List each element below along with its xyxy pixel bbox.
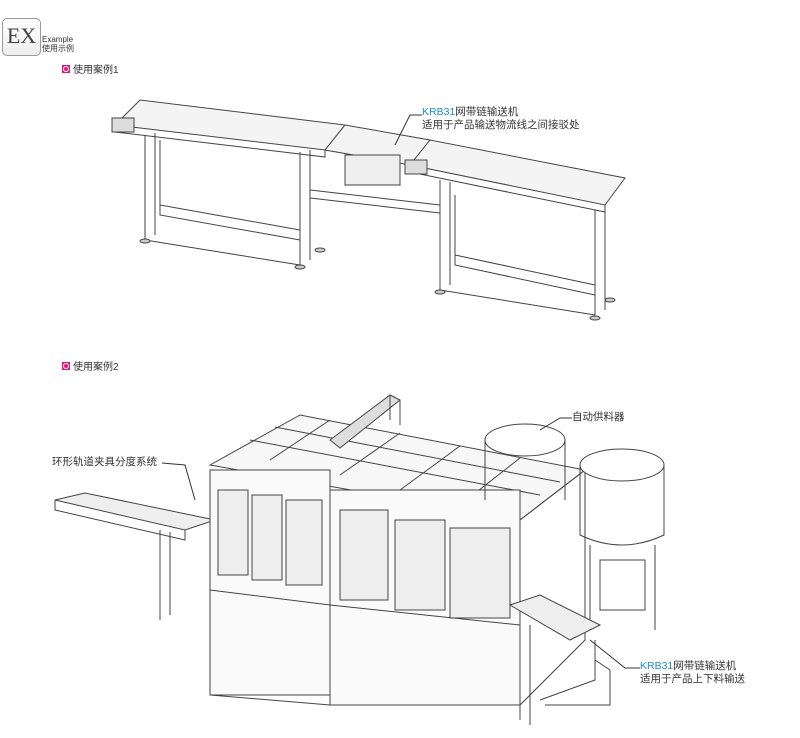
case2-title: 使用案例2 [73,362,119,373]
example-caption: Example 使用示例 [42,35,74,53]
case1-model: KRB31 [422,106,456,118]
case1-callout: KRB31网带链输送机 适用于产品输送物流线之间接驳处 [422,106,580,132]
label-indexing-system: 环形轨道夹具分度系统 [52,456,157,468]
label-auto-feeder: 自动供料器 [572,411,625,423]
case1-title: 使用案例1 [73,65,119,76]
bullet-icon [62,64,70,73]
case2-product-name: 网带链输送机 [673,660,737,672]
caption-en: Example [42,35,74,44]
case2-callout: KRB31网带链输送机 适用于产品上下料输送 [640,660,745,686]
case1-heading: 使用案例1 [62,61,119,76]
caption-cn: 使用示例 [42,44,74,53]
case2-heading: 使用案例2 [62,358,119,373]
case2-model: KRB31 [640,660,674,672]
case1-product-name: 网带链输送机 [455,106,519,118]
case1-description: 适用于产品输送物流线之间接驳处 [422,119,580,131]
case2-description: 适用于产品上下料输送 [640,673,745,685]
example-badge: EX [2,18,41,56]
bullet-icon [62,361,70,370]
